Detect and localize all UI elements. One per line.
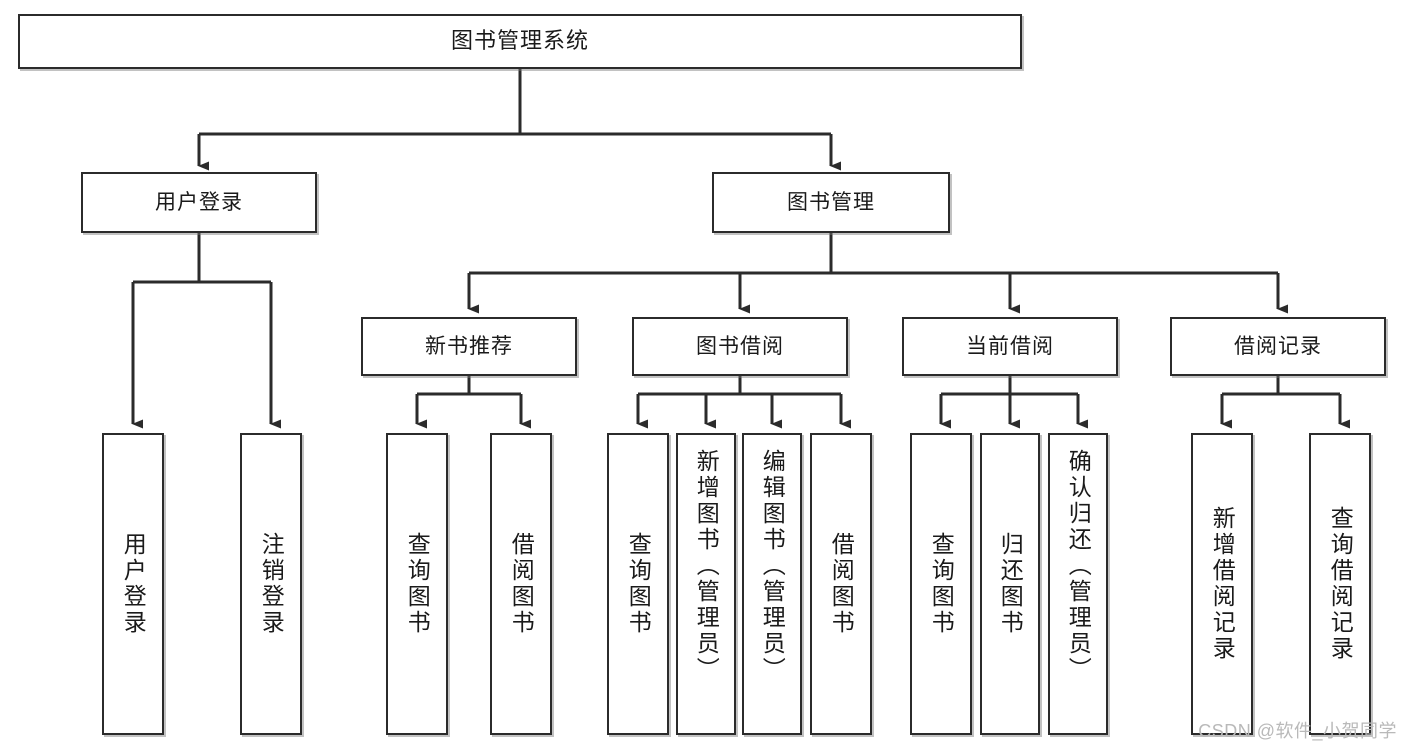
node-label: 查询图书 bbox=[625, 532, 652, 636]
leaf-book-borrow-borrow-book[interactable]: 借阅图书 bbox=[810, 433, 872, 735]
node-new-book-recommend[interactable]: 新书推荐 bbox=[361, 317, 577, 376]
csdn-watermark: CSDN @软件_小贺同学 bbox=[1198, 721, 1397, 741]
node-book-management[interactable]: 图书管理 bbox=[712, 172, 950, 233]
leaf-new-book-query-book[interactable]: 查询图书 bbox=[386, 433, 448, 735]
node-label: 用户登录 bbox=[120, 532, 147, 636]
node-label: 归还图书 bbox=[997, 532, 1024, 636]
node-label: 查询借阅记录 bbox=[1327, 506, 1354, 662]
leaf-book-borrow-edit-book-admin[interactable]: 编辑图书（管理员） bbox=[742, 433, 802, 735]
node-label: 图书管理 bbox=[787, 190, 875, 214]
leaf-borrow-record-add-record[interactable]: 新增借阅记录 bbox=[1191, 433, 1253, 735]
leaf-book-borrow-add-book-admin[interactable]: 新增图书（管理员） bbox=[676, 433, 736, 735]
leaf-current-borrow-return-book[interactable]: 归还图书 bbox=[980, 433, 1040, 735]
leaf-user-login-logout[interactable]: 注销登录 bbox=[240, 433, 302, 735]
leaf-user-login-login[interactable]: 用户登录 bbox=[102, 433, 164, 735]
leaf-current-borrow-confirm-return-admin[interactable]: 确认归还（管理员） bbox=[1048, 433, 1108, 735]
node-label: 注销登录 bbox=[258, 532, 285, 636]
node-label: 用户登录 bbox=[155, 190, 243, 214]
node-current-borrow[interactable]: 当前借阅 bbox=[902, 317, 1118, 376]
node-label: 图书借阅 bbox=[696, 334, 784, 358]
node-root-book-management-system[interactable]: 图书管理系统 bbox=[18, 14, 1022, 69]
node-label: 新书推荐 bbox=[425, 334, 513, 358]
node-label: 借阅图书 bbox=[828, 532, 855, 636]
node-book-borrow[interactable]: 图书借阅 bbox=[632, 317, 848, 376]
node-label: 当前借阅 bbox=[966, 334, 1054, 358]
leaf-borrow-record-query-record[interactable]: 查询借阅记录 bbox=[1309, 433, 1371, 735]
node-label: 图书管理系统 bbox=[450, 28, 589, 54]
node-label: 查询图书 bbox=[928, 532, 955, 636]
node-borrow-record[interactable]: 借阅记录 bbox=[1170, 317, 1386, 376]
node-user-login[interactable]: 用户登录 bbox=[81, 172, 317, 233]
node-label: 借阅图书 bbox=[508, 532, 535, 636]
leaf-book-borrow-query-book[interactable]: 查询图书 bbox=[607, 433, 669, 735]
node-label: 确认归还（管理员） bbox=[1065, 449, 1092, 683]
node-label: 查询图书 bbox=[404, 532, 431, 636]
node-label: 新增图书（管理员） bbox=[693, 449, 720, 683]
node-label: 编辑图书（管理员） bbox=[759, 449, 786, 683]
leaf-current-borrow-query-book[interactable]: 查询图书 bbox=[910, 433, 972, 735]
node-label: 借阅记录 bbox=[1234, 334, 1322, 358]
leaf-new-book-borrow-book[interactable]: 借阅图书 bbox=[490, 433, 552, 735]
node-label: 新增借阅记录 bbox=[1209, 506, 1236, 662]
